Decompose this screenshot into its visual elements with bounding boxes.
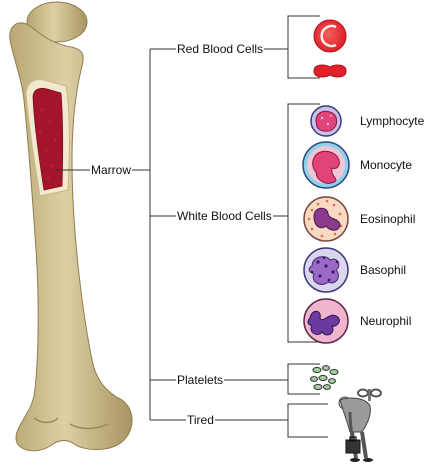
lymphocyte-label: Lymphocyte bbox=[360, 114, 425, 128]
marrow-label: Marrow bbox=[90, 163, 133, 177]
tired-label: Tired bbox=[186, 413, 215, 427]
basophil-label: Basophil bbox=[360, 263, 407, 277]
red-blood-cell-side-icon bbox=[313, 64, 347, 78]
eosinophil-icon bbox=[303, 196, 349, 242]
femur-bone bbox=[9, 1, 133, 452]
red-blood-cells-label: Red Blood Cells bbox=[176, 42, 265, 56]
white-blood-cells-label: White Blood Cells bbox=[176, 209, 273, 223]
neurophil-icon bbox=[303, 298, 349, 344]
basophil-icon bbox=[303, 247, 349, 293]
lymphocyte-icon bbox=[310, 105, 342, 137]
platelets-label: Platelets bbox=[176, 373, 225, 387]
monocyte-label: Monocyte bbox=[360, 158, 413, 172]
monocyte-icon bbox=[302, 141, 350, 189]
tired-man-icon bbox=[338, 388, 382, 462]
platelets-icon bbox=[310, 365, 339, 391]
connector-lines bbox=[55, 15, 328, 438]
neurophil-label: Neurophil bbox=[360, 314, 412, 328]
eosinophil-label: Eosinophil bbox=[360, 212, 416, 226]
red-blood-cell-icon bbox=[313, 19, 347, 53]
